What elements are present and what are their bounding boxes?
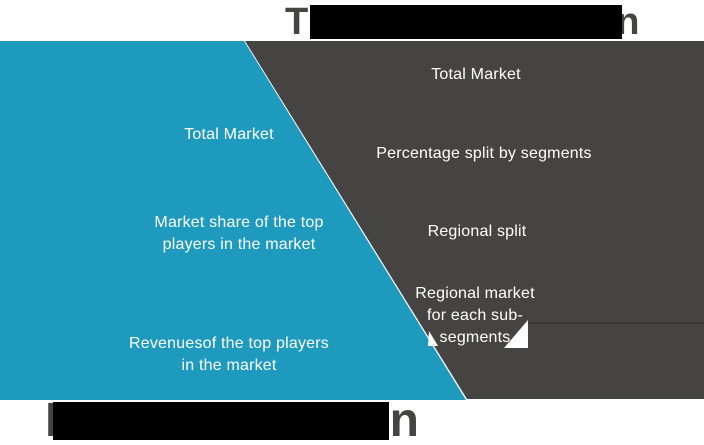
- arrow-left-triangle-icon: [428, 331, 438, 346]
- bottom-title: B n: [45, 394, 419, 445]
- bottom-title-last-letter: n: [389, 394, 419, 445]
- right-label-regional-market-subsegments: Regional market for each sub- segments: [415, 285, 535, 346]
- right-label-total-market: Total Market: [431, 66, 521, 83]
- seam-line: [528, 322, 704, 324]
- left-label-revenues: Revenuesof the top players in the market: [129, 335, 329, 374]
- right-label-percentage-split: Percentage split by segments: [376, 145, 592, 162]
- bottom-up-triangle-shape: [0, 41, 466, 400]
- top-title: T n: [285, 0, 639, 44]
- top-title-first-letter: T: [285, 1, 309, 43]
- top-title-redaction-bar: [310, 5, 623, 39]
- bottom-title-redaction-bar: [52, 402, 389, 440]
- left-label-market-share: Market share of the top players in the m…: [154, 214, 324, 253]
- right-label-regional-split: Regional split: [427, 223, 527, 240]
- left-label-total-market: Total Market: [184, 126, 274, 143]
- arrow-right-triangle-icon: [504, 320, 528, 348]
- top-down-triangle-shape: [245, 41, 704, 399]
